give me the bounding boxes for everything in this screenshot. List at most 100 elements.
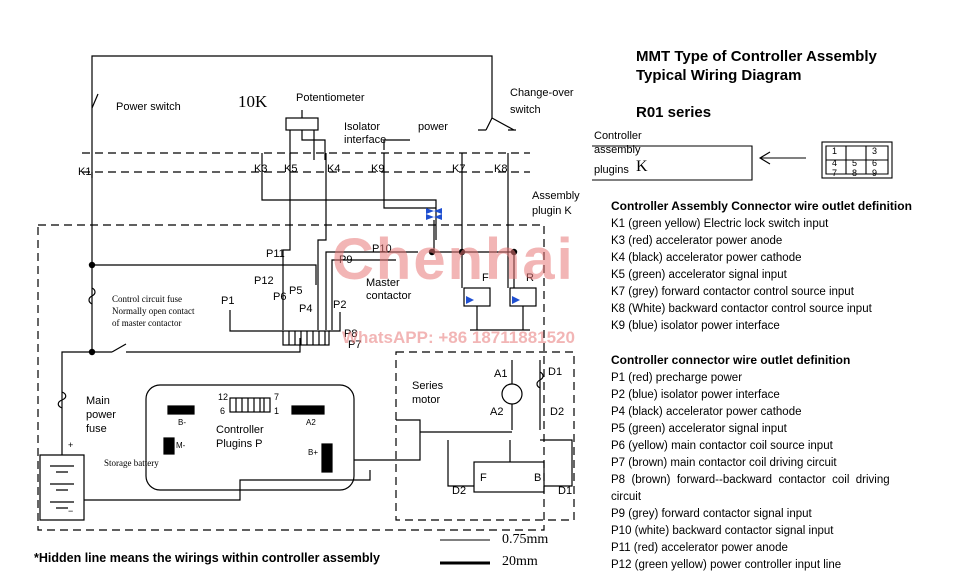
p12-label: P12 xyxy=(254,275,274,287)
potentiometer-label: Potentiometer xyxy=(296,92,365,104)
p-item: P4 (black) accelerator power cathode xyxy=(611,406,802,418)
forward-coil-label: F xyxy=(482,272,489,284)
changeover-label-1: Change-over xyxy=(510,87,574,99)
master-label-1: Master xyxy=(366,277,400,289)
p-item: P9 (grey) forward contactor signal input xyxy=(611,508,812,520)
potentiometer xyxy=(285,117,319,131)
ctrl-plug-label-2: Plugins P xyxy=(216,438,263,450)
k-item: K1 (green yellow) Electric lock switch i… xyxy=(611,218,829,230)
p7-label: P7 xyxy=(348,339,362,351)
k9-label: K9 xyxy=(371,163,385,175)
controller-p-plug xyxy=(229,397,271,413)
ctrl-fuse-label-2: Normally open contact xyxy=(112,306,195,316)
battery-plus: + xyxy=(68,440,74,450)
reverse-coil-label: R xyxy=(526,272,534,284)
diode-f xyxy=(466,296,474,304)
legend-thin-label: 0.75mm xyxy=(502,532,549,547)
k8-label: K8 xyxy=(494,163,508,175)
assembly-plugin-k-box xyxy=(37,224,545,531)
p4-label: P4 xyxy=(299,303,313,315)
pot-value: 10K xyxy=(238,92,268,111)
changeover-label-2: switch xyxy=(510,104,541,116)
top-wire xyxy=(91,55,493,150)
pin1-label: 1 xyxy=(274,406,280,416)
k-item: K4 (black) accelerator power cathode xyxy=(611,252,802,264)
p-item: P8 (brown) forward--backward contactor c… xyxy=(611,474,890,486)
k1-label: K1 xyxy=(78,166,92,178)
series-motor-box xyxy=(395,351,575,521)
k-rail xyxy=(82,152,530,173)
plug-label-1: Controller xyxy=(594,130,642,142)
m-minus-label: M- xyxy=(176,441,186,450)
d2-bottom-label: D2 xyxy=(452,485,467,497)
pin6-label: 6 xyxy=(220,406,226,416)
a2-label: A2 xyxy=(490,406,504,418)
legend-thick-label: 20mm xyxy=(502,554,538,569)
battery-minus: − xyxy=(68,506,74,516)
p10-label: P10 xyxy=(372,243,392,255)
a1-label: A1 xyxy=(494,368,508,380)
pin-3: 3 xyxy=(872,146,878,156)
b-plus-label: B+ xyxy=(308,448,319,457)
p6-label: P6 xyxy=(273,291,287,303)
pin-8: 8 xyxy=(852,168,858,178)
plug-label-3: plugins xyxy=(594,164,629,176)
p-item: P11 (red) accelerator power anode xyxy=(611,542,788,554)
d1-bottom-label: D1 xyxy=(558,485,573,497)
k-item: K5 (green) accelerator signal input xyxy=(611,269,787,281)
power-label: power xyxy=(418,121,448,133)
watermark-contact: WhatsAPP: +86 18711881520 xyxy=(342,328,575,347)
plug-label-k: K xyxy=(636,158,648,175)
p-item: P2 (blue) isolator power interface xyxy=(611,389,780,401)
a2-controller-label: A2 xyxy=(306,418,316,427)
pin-9: 9 xyxy=(872,168,878,178)
p-item: circuit xyxy=(611,491,642,503)
pin-5: 5 xyxy=(852,158,858,168)
power-switch-label: Power switch xyxy=(116,101,181,113)
p5-label: P5 xyxy=(289,285,303,297)
p-item: P12 (green yellow) power controller inpu… xyxy=(611,559,842,571)
k7-label: K7 xyxy=(452,163,466,175)
p-item: P1 (red) precharge power xyxy=(611,372,743,384)
changeover-f-label: F xyxy=(480,472,487,484)
k5-label: K5 xyxy=(284,163,298,175)
title-line-1: MMT Type of Controller Assembly xyxy=(636,48,877,65)
pin-4: 4 xyxy=(832,158,838,168)
p9-label: P9 xyxy=(339,254,353,266)
controller-box xyxy=(145,384,355,491)
k3-label: K3 xyxy=(254,163,268,175)
master-contact xyxy=(92,338,301,353)
assembly-label-2: plugin K xyxy=(532,205,572,217)
p-connector xyxy=(282,330,330,346)
pin-7: 7 xyxy=(832,168,838,178)
pin-6: 6 xyxy=(872,158,878,168)
diode-top xyxy=(426,208,442,220)
k-item: K7 (grey) forward contactor control sour… xyxy=(611,286,854,298)
watermark-brand: Chenhai xyxy=(332,227,575,292)
series-label: R01 series xyxy=(636,104,712,121)
changeover-block xyxy=(473,461,545,493)
pin12-label: 12 xyxy=(218,392,229,402)
pin-1: 1 xyxy=(832,146,838,156)
p-item: P6 (yellow) main contactor coil source i… xyxy=(611,440,833,452)
main-fuse-label-3: fuse xyxy=(86,423,107,435)
isolator-label-2: interface xyxy=(344,134,387,146)
power-switch xyxy=(91,93,99,109)
plug-label-2: assembly xyxy=(594,144,641,156)
ctrl-fuse-label-3: of master contactor xyxy=(112,318,182,328)
k-item: K3 (red) accelerator power anode xyxy=(611,235,783,247)
assembly-label-1: Assembly xyxy=(532,190,580,202)
series-motor-label-2: motor xyxy=(412,394,441,406)
series-motor-label-1: Series xyxy=(412,380,444,392)
p8-label: P8 xyxy=(344,328,358,340)
diode-r xyxy=(512,296,520,304)
p2-label: P2 xyxy=(333,299,347,311)
pin7-label: 7 xyxy=(274,392,280,402)
storage-battery-label: Storage battery xyxy=(104,458,159,468)
p-item: P10 (white) backward contactor signal in… xyxy=(611,525,834,537)
main-fuse-label-2: power xyxy=(86,409,116,421)
title-line-2: Typical Wiring Diagram xyxy=(636,67,802,84)
p11-label: P11 xyxy=(266,248,285,260)
k-plug-outline xyxy=(592,145,753,181)
